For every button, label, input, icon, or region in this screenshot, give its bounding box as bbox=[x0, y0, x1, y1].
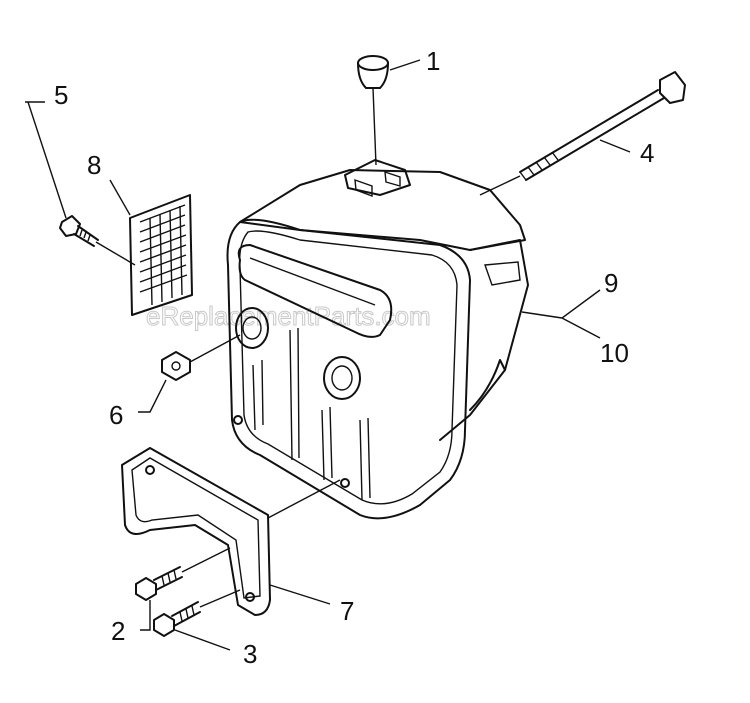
leader-line bbox=[109, 179, 131, 216]
screw-icon bbox=[135, 547, 231, 601]
leader-line bbox=[140, 600, 151, 631]
screw-icon bbox=[153, 589, 241, 637]
spark-arrestor-screen-icon bbox=[95, 194, 193, 316]
leader-line bbox=[174, 629, 231, 651]
leader-line bbox=[269, 584, 331, 605]
leader-line bbox=[599, 139, 631, 153]
callout-6: 6 bbox=[109, 400, 123, 430]
callout-3: 3 bbox=[243, 639, 257, 669]
callout-4: 4 bbox=[640, 138, 654, 168]
plug-cap-icon bbox=[357, 55, 389, 166]
leader-line bbox=[389, 59, 421, 71]
callout-10: 10 bbox=[600, 338, 629, 368]
callout-1: 1 bbox=[426, 46, 440, 76]
callout-8: 8 bbox=[87, 150, 101, 180]
leader-line bbox=[25, 101, 67, 219]
callout-2: 2 bbox=[111, 616, 125, 646]
callout-5: 5 bbox=[54, 80, 68, 110]
muffler-icon bbox=[226, 159, 529, 520]
watermark-text: eReplacementParts.com bbox=[146, 301, 431, 331]
screw-icon bbox=[59, 215, 99, 247]
leader-line bbox=[521, 289, 601, 339]
callout-7: 7 bbox=[340, 596, 354, 626]
leader-line bbox=[138, 379, 167, 413]
callout-9: 9 bbox=[604, 268, 618, 298]
nut-icon bbox=[161, 334, 241, 381]
bracket-plate-icon bbox=[121, 447, 341, 616]
long-bolt-icon bbox=[479, 71, 686, 196]
